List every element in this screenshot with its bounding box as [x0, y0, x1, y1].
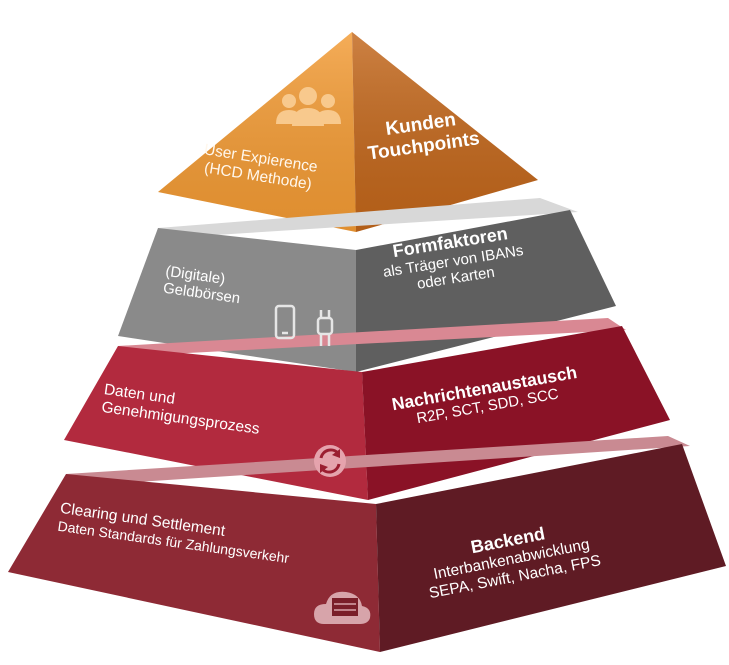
tier-1-shape	[158, 32, 538, 232]
tier-4-shape	[8, 436, 726, 652]
tier-4-right-face	[376, 444, 726, 652]
tier-3-top-face	[118, 318, 626, 356]
tier-1-shading	[158, 32, 538, 232]
tier-2-top-face	[158, 198, 578, 238]
tier-4-top-face	[66, 436, 690, 486]
sync-icon	[314, 445, 346, 477]
users-icon	[276, 87, 341, 126]
phone-watch-icon	[274, 304, 334, 346]
cloud-server-icon	[314, 591, 371, 624]
tier-4-left-face	[8, 474, 380, 652]
